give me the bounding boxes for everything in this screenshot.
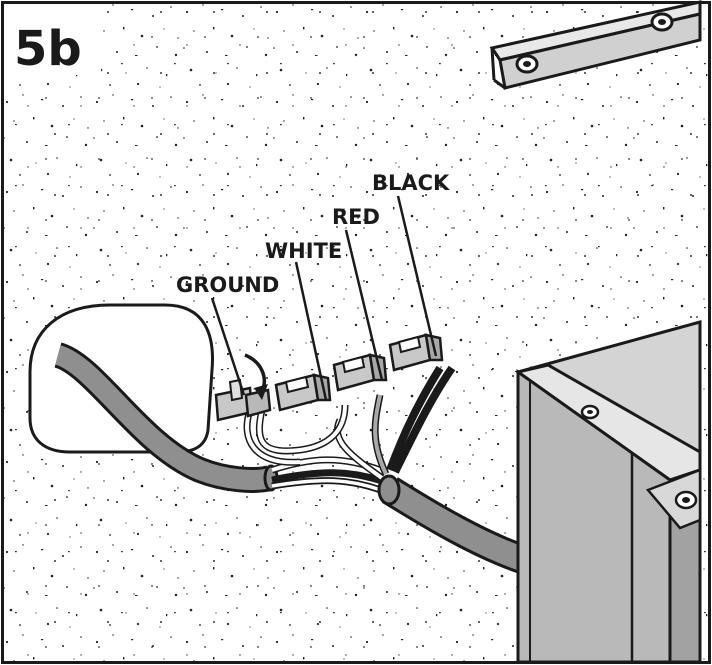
junction-box — [28, 303, 214, 454]
leader-lines — [210, 195, 438, 401]
leader-ground — [210, 297, 246, 396]
insert-arrow-icon — [244, 353, 268, 400]
label-black: BLACK — [372, 171, 450, 195]
cabinet — [514, 320, 702, 664]
connector-ground — [214, 378, 272, 422]
step-label-box — [3, 3, 101, 75]
leader-black — [396, 195, 438, 357]
connector-black — [388, 333, 444, 372]
connector-red — [332, 353, 388, 392]
connector-white — [274, 373, 332, 412]
leader-white — [294, 261, 328, 401]
label-white: WHITE — [265, 239, 342, 263]
label-ground: GROUND — [176, 273, 279, 297]
step-label: 5b — [14, 21, 82, 77]
label-red: RED — [332, 205, 380, 229]
leader-red — [344, 229, 384, 381]
mounting-rail — [489, 0, 702, 90]
cable-to-cabinet — [377, 474, 530, 575]
wire-bundle — [243, 365, 456, 496]
